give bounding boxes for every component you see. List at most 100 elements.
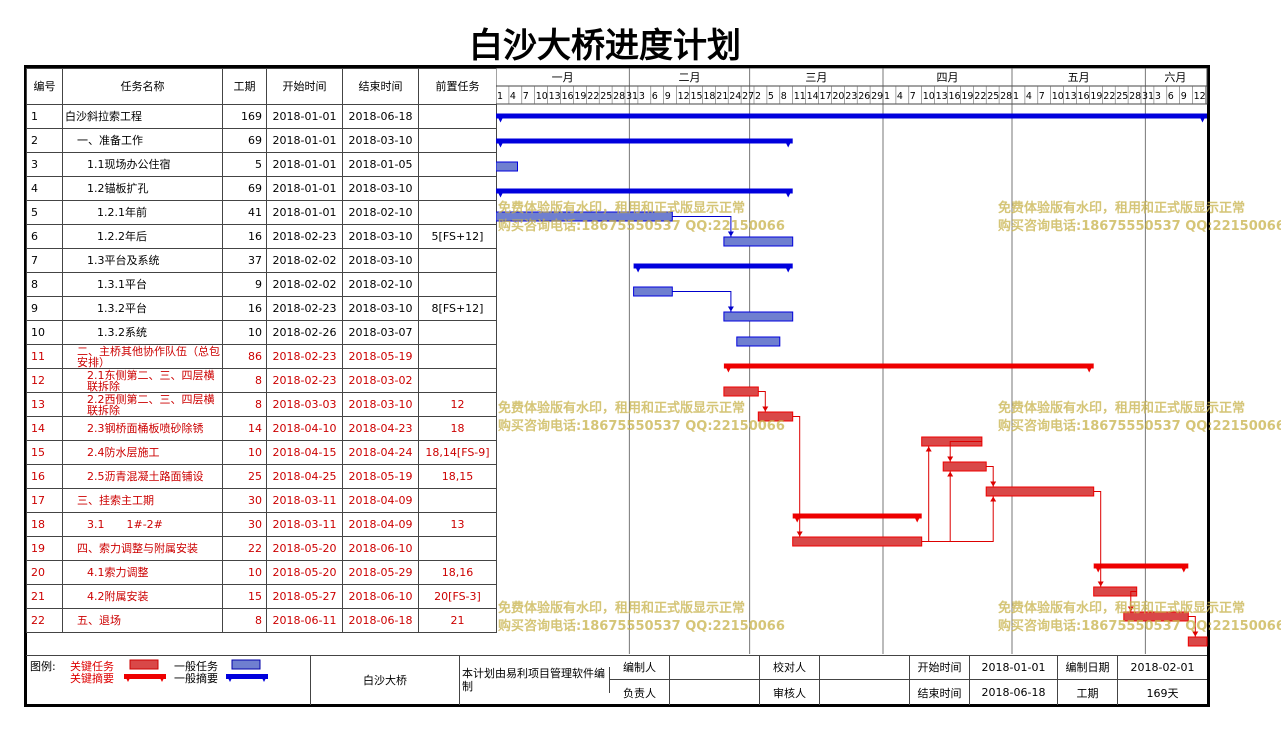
task-start: 2018-06-11 <box>266 608 343 633</box>
footer-start-value: 2018-01-01 <box>970 655 1058 680</box>
task-duration: 10 <box>222 560 267 585</box>
day-tick-label: 4 <box>1026 91 1032 102</box>
footer-checker-value <box>820 655 910 680</box>
col-end-header[interactable]: 结束时间 <box>342 68 419 105</box>
col-duration-header[interactable]: 工期 <box>222 68 267 105</box>
task-id: 1 <box>26 104 63 129</box>
task-duration: 16 <box>222 224 267 249</box>
task-end: 2018-04-09 <box>342 488 419 513</box>
col-pred-header[interactable]: 前置任务 <box>418 68 497 105</box>
task-bar <box>736 336 781 347</box>
day-tick-label: 22 <box>587 91 599 102</box>
task-bar <box>757 411 794 422</box>
col-start-header[interactable]: 开始时间 <box>266 68 343 105</box>
task-end: 2018-03-10 <box>342 248 419 273</box>
footer-duration-value: 169天 <box>1146 686 1179 700</box>
month-label: 一月 <box>552 71 574 84</box>
task-end: 2018-05-19 <box>342 344 419 369</box>
task-start: 2018-01-01 <box>266 176 343 201</box>
dependency-link <box>1093 491 1102 587</box>
task-start: 2018-02-26 <box>266 320 343 345</box>
legend-crit-task-icon <box>129 659 159 670</box>
task-end: 2018-03-07 <box>342 320 419 345</box>
day-tick-label: 4 <box>510 91 516 102</box>
task-start: 2018-04-25 <box>266 464 343 489</box>
day-tick-label: 18 <box>703 91 715 102</box>
dependency-link <box>792 416 801 537</box>
day-tick-label: 3 <box>1155 91 1161 102</box>
dependency-arrowhead <box>1127 606 1134 612</box>
summary-left-cap <box>496 138 505 148</box>
summary-left-cap <box>496 188 505 198</box>
task-id: 8 <box>26 272 63 297</box>
task-duration: 69 <box>222 128 267 153</box>
task-duration: 10 <box>222 440 267 465</box>
day-tick-label: 19 <box>1090 91 1102 102</box>
task-pred <box>418 536 497 561</box>
legend-task-label: 一般任务 <box>174 660 218 673</box>
task-name: 1.1现场办公住宿 <box>62 152 223 177</box>
day-tick-label: 25 <box>987 91 999 102</box>
footer-end-label: 结束时间 <box>910 680 970 705</box>
day-tick-label: 13 <box>1065 91 1077 102</box>
task-duration: 169 <box>222 104 267 129</box>
task-id: 12 <box>26 368 63 393</box>
dependency-link <box>949 441 982 462</box>
dependency-link <box>921 446 930 542</box>
task-start: 2018-02-23 <box>266 344 343 369</box>
task-id: 3 <box>26 152 63 177</box>
footer-duration-label: 工期 <box>1058 680 1118 705</box>
summary-bar <box>496 113 1207 119</box>
day-tick-label: 9 <box>1181 91 1187 102</box>
task-id: 7 <box>26 248 63 273</box>
task-name: 4.1索力调整 <box>62 560 223 585</box>
day-tick-label: 26 <box>858 91 870 102</box>
task-id: 15 <box>26 440 63 465</box>
legend-label: 图例: <box>30 660 56 673</box>
task-end: 2018-04-09 <box>342 512 419 537</box>
dependency-link <box>921 471 951 542</box>
task-pred: 12 <box>418 392 497 417</box>
legend-summary-left-cap <box>226 674 234 682</box>
col-id-header[interactable]: 编号 <box>26 68 63 105</box>
task-start: 2018-05-27 <box>266 584 343 609</box>
summary-bar <box>723 363 1094 369</box>
task-id: 5 <box>26 200 63 225</box>
col-name-header[interactable]: 任务名称 <box>62 68 223 105</box>
day-tick-label: 24 <box>729 91 741 102</box>
task-start: 2018-01-01 <box>266 128 343 153</box>
footer-editor-label: 编制人 <box>610 655 670 680</box>
task-bar <box>1187 636 1208 647</box>
summary-bar <box>496 188 793 194</box>
dependency-link <box>986 466 994 487</box>
dependency-link <box>1188 616 1196 637</box>
dependency-arrowhead <box>727 306 734 312</box>
day-tick-label: 15 <box>1207 91 1209 102</box>
task-start: 2018-01-01 <box>266 104 343 129</box>
day-tick-label: 16 <box>1078 91 1090 102</box>
footer-reviewer-value <box>820 680 910 705</box>
